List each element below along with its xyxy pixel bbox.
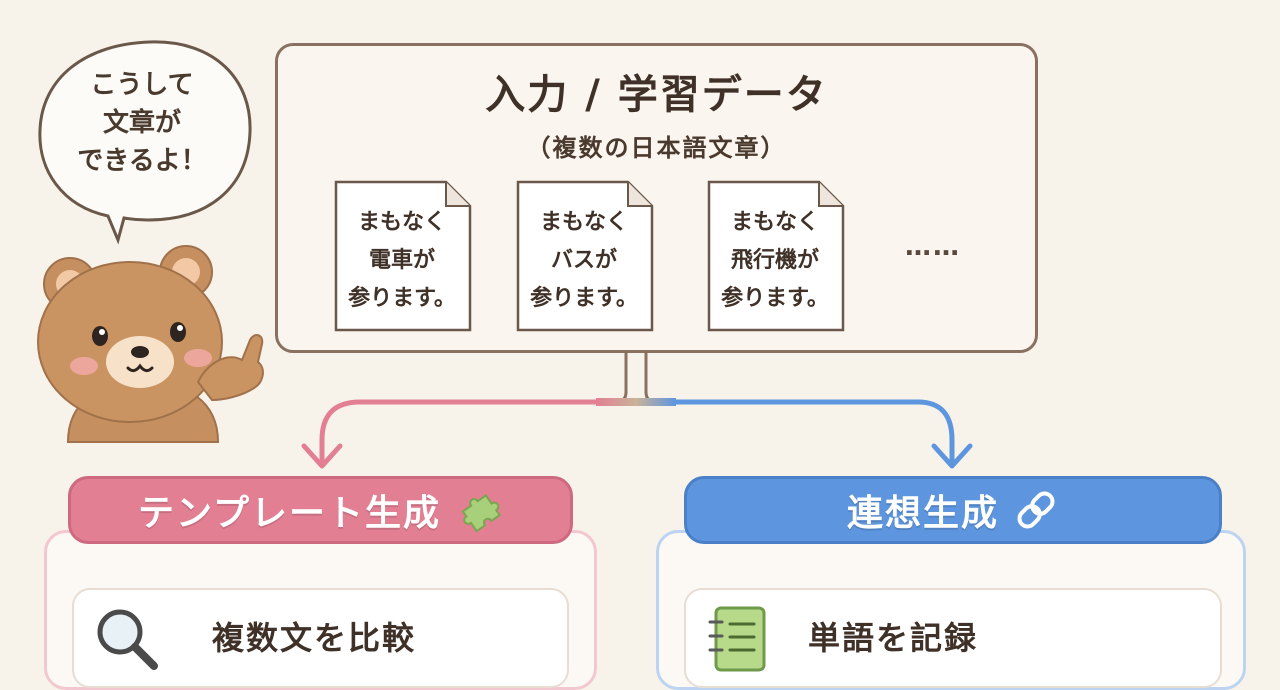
document-card: まもなく バスが 参ります。 bbox=[516, 180, 654, 332]
speech-bubble bbox=[38, 40, 252, 245]
document-line: まもなく bbox=[730, 210, 819, 235]
document-line: 飛行機が bbox=[730, 248, 819, 273]
document-line: 電車が bbox=[368, 248, 435, 273]
document-line: 参ります。 bbox=[721, 286, 829, 311]
magnifier-icon bbox=[97, 609, 158, 670]
record-words-label: 単語を記録 bbox=[808, 619, 979, 657]
document-line: 参ります。 bbox=[530, 286, 638, 311]
document-line: 参ります。 bbox=[348, 286, 456, 311]
puzzle-icon bbox=[461, 494, 501, 533]
link-icon bbox=[1017, 491, 1055, 529]
template-generation-header: テンプレート生成 bbox=[68, 476, 573, 544]
document-icon bbox=[334, 180, 472, 332]
speech-bubble-text: こうして 文章が できるよ！ bbox=[62, 66, 222, 180]
association-generation-title: 連想生成 bbox=[846, 493, 999, 534]
input-subtitle: （複数の日本語文章） bbox=[526, 134, 787, 162]
document-icon bbox=[707, 180, 845, 332]
more-documents-ellipsis: …… bbox=[905, 232, 961, 262]
bubble-line: できるよ！ bbox=[77, 146, 207, 176]
document-card: まもなく 飛行機が 参ります。 bbox=[707, 180, 845, 332]
bubble-line: こうして bbox=[90, 70, 194, 100]
input-title: 入力 / 学習データ bbox=[485, 72, 828, 118]
document-card: まもなく 電車が 参ります。 bbox=[334, 180, 472, 332]
compare-sentences-label: 複数文を比較 bbox=[212, 619, 417, 657]
bear-mascot-icon bbox=[37, 245, 264, 443]
notebook-icon bbox=[708, 606, 766, 672]
template-generation-title: テンプレート生成 bbox=[138, 493, 441, 534]
document-line: バスが bbox=[550, 248, 617, 273]
association-generation-header: 連想生成 bbox=[684, 476, 1222, 544]
document-icon bbox=[516, 180, 654, 332]
document-line: まもなく bbox=[539, 210, 628, 235]
bubble-line: 文章が bbox=[102, 108, 181, 138]
document-line: まもなく bbox=[357, 210, 446, 235]
